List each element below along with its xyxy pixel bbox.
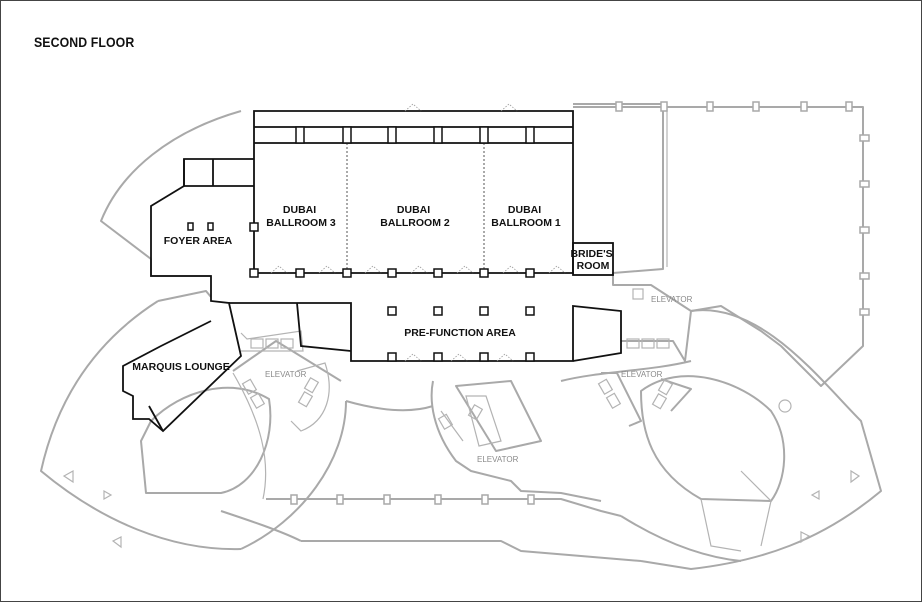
building-outline <box>40 101 882 570</box>
page-title: SECOND FLOOR <box>34 34 135 50</box>
ballroom-1-label: DUBAI BALLROOM 1 <box>491 204 561 229</box>
event-spaces <box>122 103 622 433</box>
ballroom-3-label: DUBAI BALLROOM 3 <box>266 204 336 229</box>
elevator-label-right: ELEVATOR <box>621 370 663 379</box>
brides-room-label: BRIDE'S ROOM <box>570 248 615 272</box>
elevator-label-left: ELEVATOR <box>265 370 307 379</box>
marquis-lounge-label: MARQUIS LOUNGE <box>132 361 229 373</box>
pre-function-area-label: PRE-FUNCTION AREA <box>404 327 516 339</box>
foyer-area-label: FOYER AREA <box>164 235 233 247</box>
ballroom-2-label: DUBAI BALLROOM 2 <box>380 204 450 229</box>
elevator-label-center: ELEVATOR <box>477 455 519 464</box>
elevator-label-top-right: ELEVATOR <box>651 295 693 304</box>
